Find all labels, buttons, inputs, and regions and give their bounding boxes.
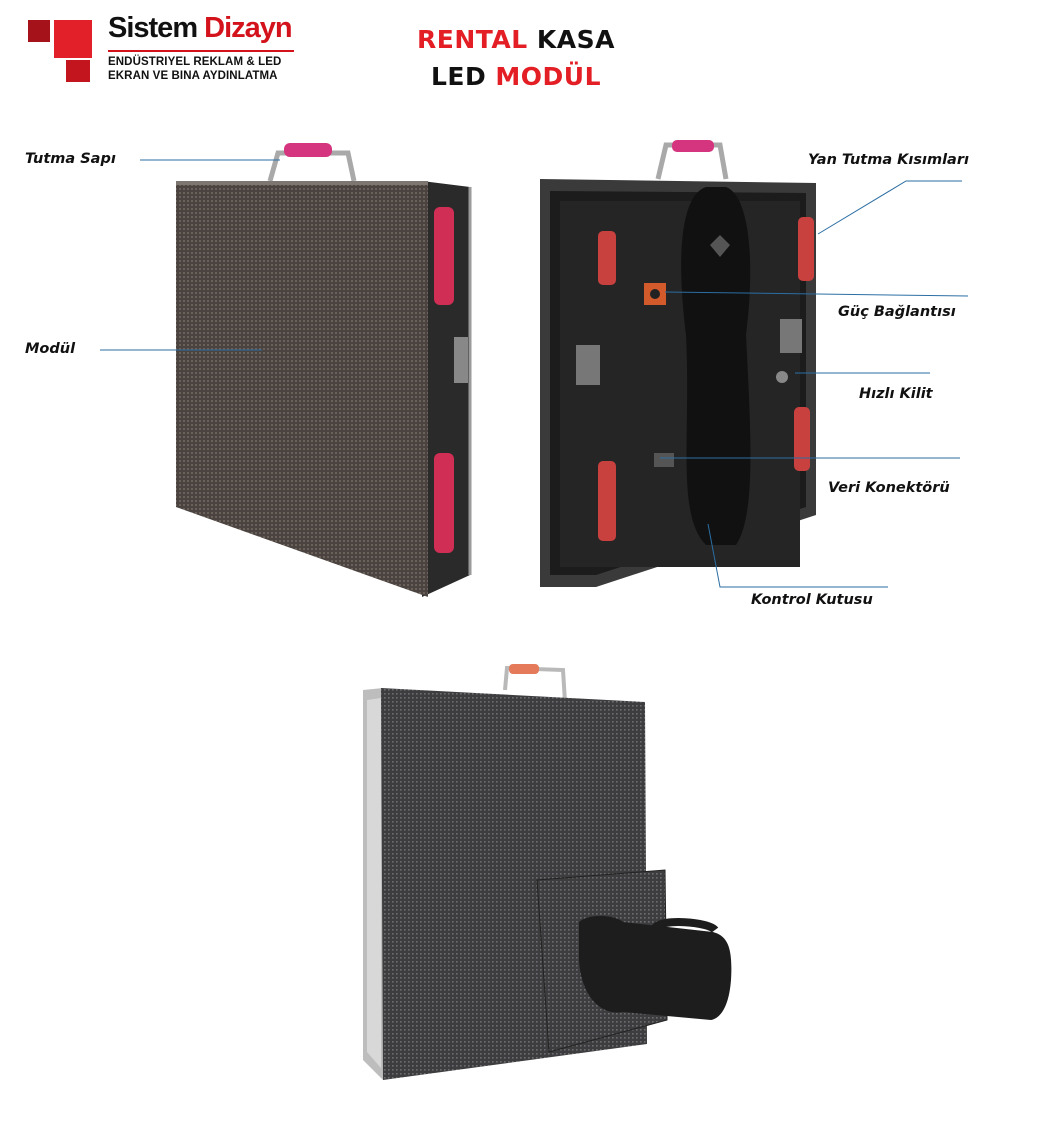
side-grip-bottom <box>434 453 454 553</box>
brand-tagline-line2: EKRAN VE BINA AYDINLATMA <box>108 70 278 82</box>
leader-side-grips <box>817 180 962 235</box>
brand-name: Sistem Dizayn <box>108 12 293 44</box>
leader-power <box>664 291 969 297</box>
title-highlight-rental: RENTAL <box>417 25 528 54</box>
logo-square-3 <box>66 60 90 82</box>
page-title-line1: RENTAL KASA <box>416 27 616 52</box>
logo-square-1 <box>28 20 50 42</box>
brand-tagline-line1: ENDÜSTRIYEL REKLAM & LED <box>108 56 282 68</box>
grip-left-top <box>598 231 616 285</box>
grip-left-bottom <box>598 461 616 541</box>
label-data-connector: Veri Konektörü <box>828 480 950 496</box>
title-led: LED <box>430 62 487 91</box>
brand-name-part2: Dizayn <box>204 12 292 44</box>
handle-grip <box>509 664 539 674</box>
lock-right <box>780 319 802 353</box>
front-panel-image <box>176 143 472 597</box>
module-render-image <box>363 664 732 1080</box>
back-panel-image <box>540 140 816 587</box>
logo-square-2 <box>54 20 92 58</box>
brand-divider <box>108 50 294 52</box>
title-kasa: KASA <box>536 25 615 54</box>
grip-right-bottom <box>794 407 810 471</box>
label-power-connection: Güç Bağlantısı <box>838 304 956 320</box>
leader-control-box <box>707 523 888 588</box>
led-face <box>176 181 428 597</box>
brand-name-part1: Sistem <box>108 12 198 44</box>
label-side-grips: Yan Tutma Kısımları <box>808 152 969 168</box>
data-connector <box>654 453 674 467</box>
label-handle: Tutma Sapı <box>25 151 116 167</box>
control-box <box>681 187 751 545</box>
label-control-box: Kontrol Kutusu <box>751 592 873 608</box>
title-highlight-modul: MODÜL <box>495 62 602 91</box>
leader-lines <box>100 159 969 588</box>
handle-grip <box>284 143 332 157</box>
grip-right-top <box>798 217 814 281</box>
side-grip-top <box>434 207 454 305</box>
page-title-line2: LED MODÜL <box>416 64 616 89</box>
control-box-render <box>579 915 732 1020</box>
side-lock <box>454 337 468 383</box>
label-module: Modül <box>25 341 76 357</box>
quick-lock-knob <box>776 371 788 383</box>
lock-left <box>576 345 600 385</box>
label-quick-lock: Hızlı Kilit <box>859 386 933 402</box>
